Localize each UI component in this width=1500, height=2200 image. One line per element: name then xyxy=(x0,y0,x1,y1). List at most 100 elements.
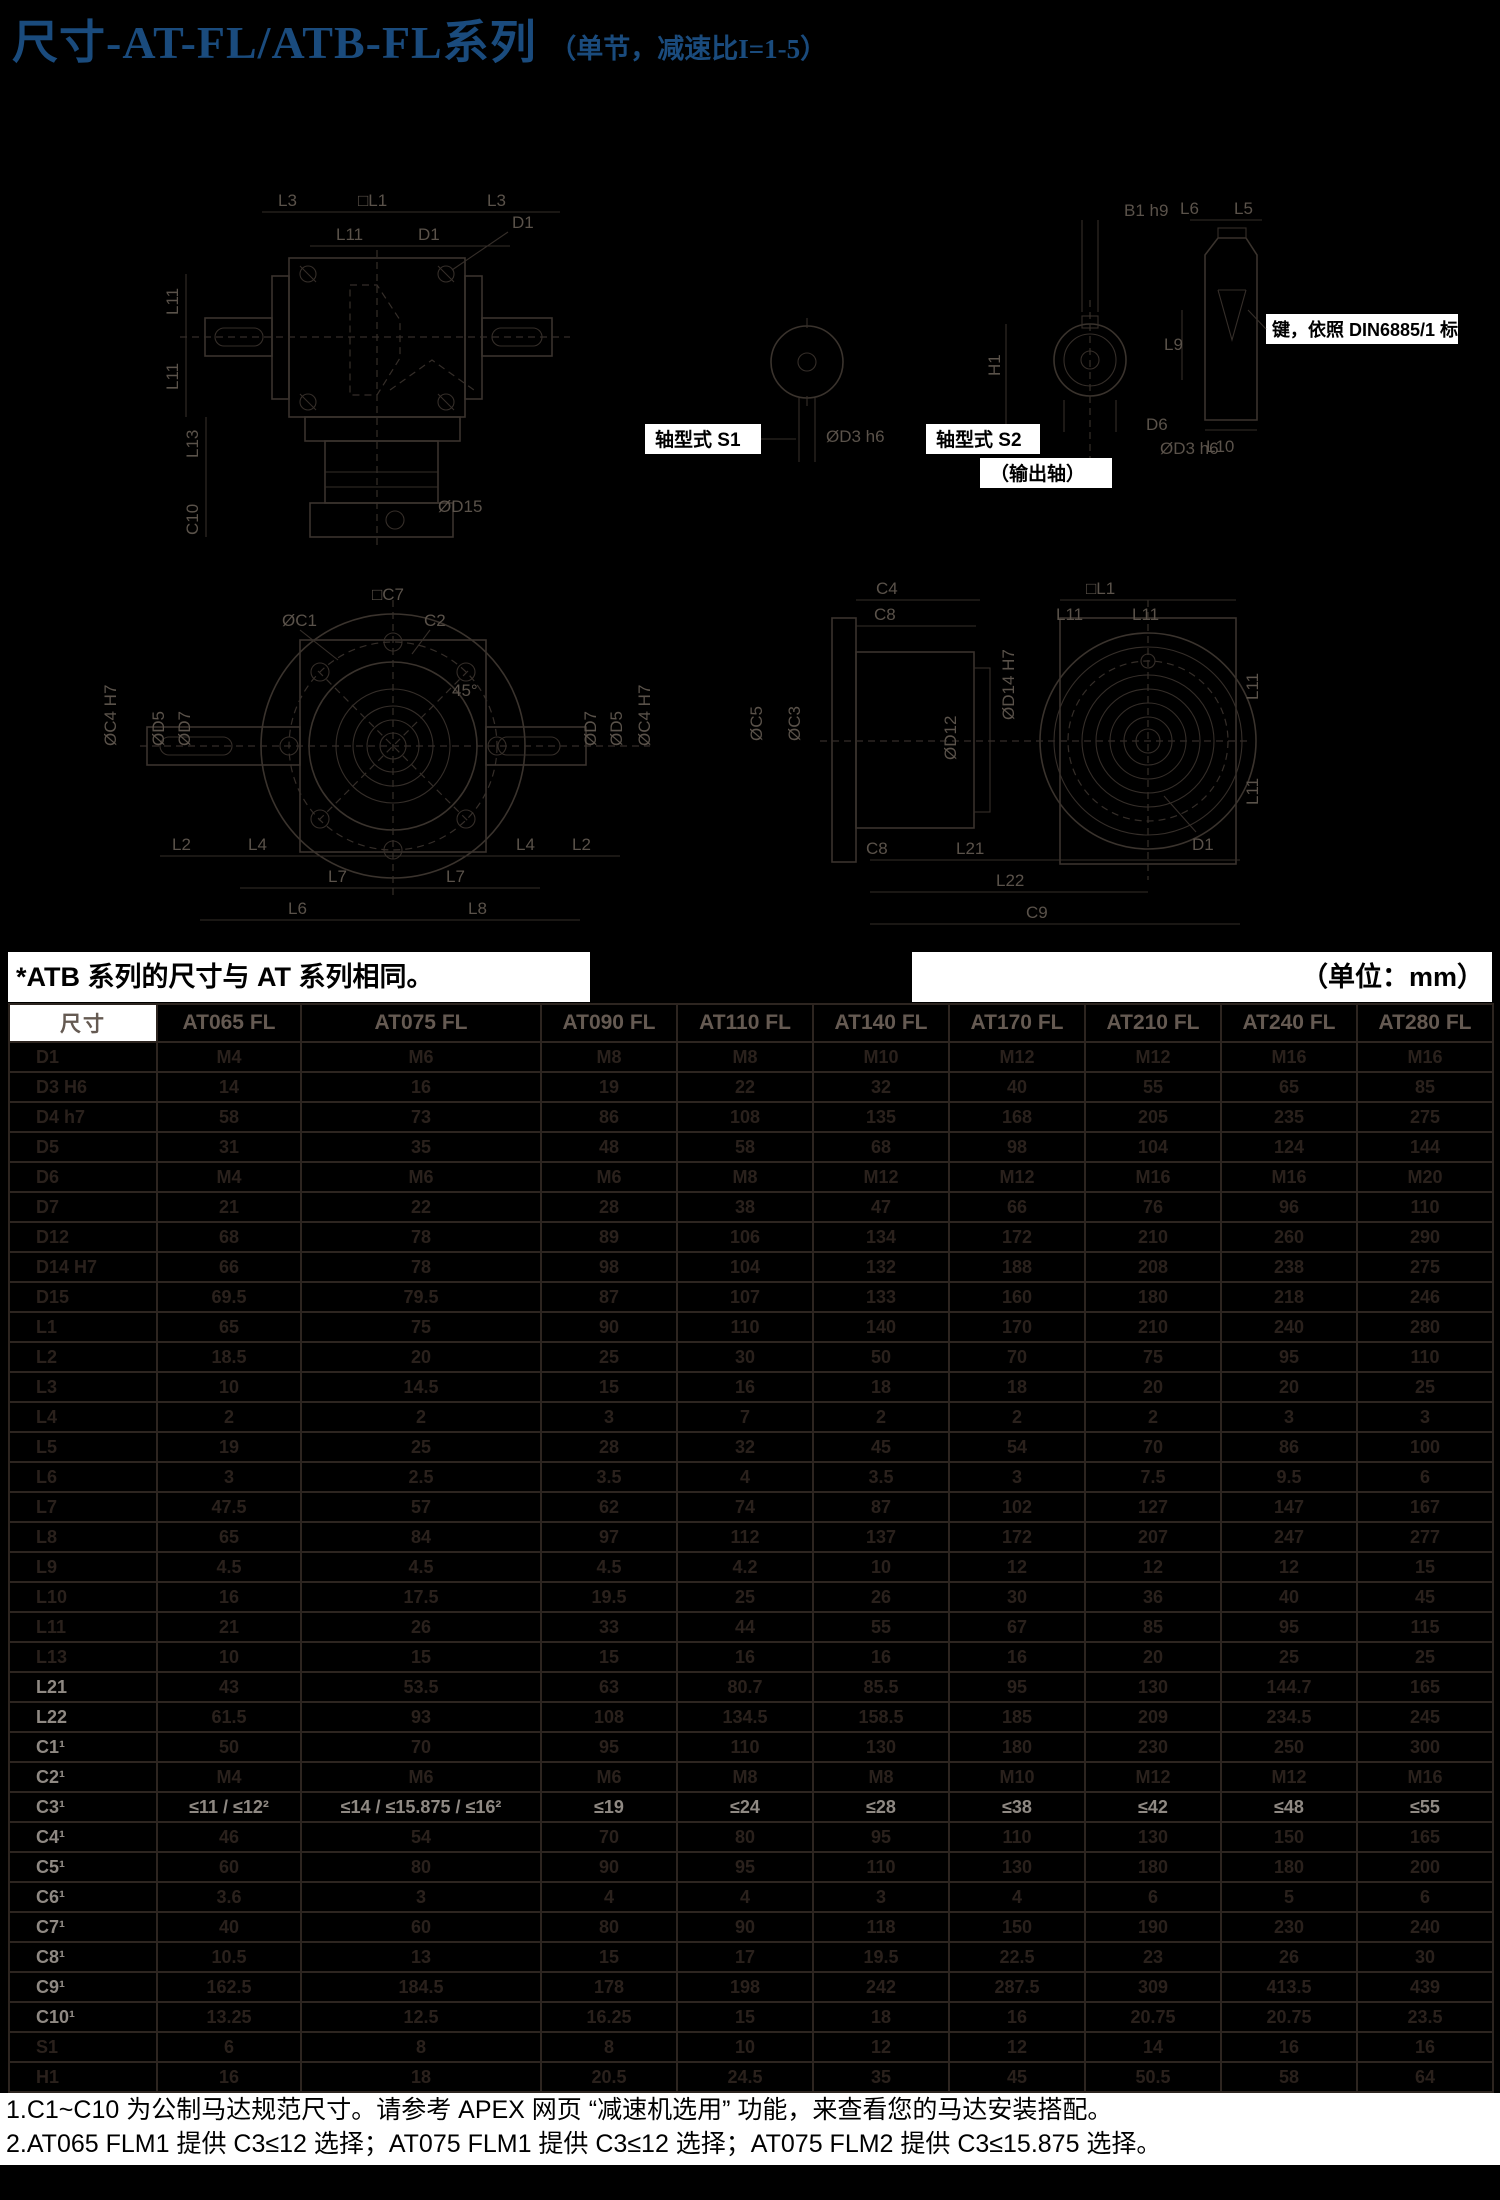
dim-label: □L1 xyxy=(1086,579,1115,598)
table-cell: M4 xyxy=(156,1761,302,1793)
table-cell: 95 xyxy=(540,1731,678,1763)
table-cell: 172 xyxy=(948,1521,1086,1553)
table-cell: M6 xyxy=(540,1761,678,1793)
table-cell: 80 xyxy=(540,1911,678,1943)
table-cell: 67 xyxy=(948,1611,1086,1643)
table-cell: 108 xyxy=(540,1701,678,1733)
table-cell: 97 xyxy=(540,1521,678,1553)
table-cell: 31 xyxy=(156,1131,302,1163)
table-cell: 2 xyxy=(1084,1401,1222,1433)
table-cell: M12 xyxy=(1084,1761,1222,1793)
table-cell: 230 xyxy=(1220,1911,1358,1943)
table-cell: 16.25 xyxy=(540,2001,678,2033)
table-cell: 130 xyxy=(1084,1671,1222,1703)
dim-label: ØD3 h6 xyxy=(826,427,885,446)
table-cell: 87 xyxy=(812,1491,950,1523)
table-cell: 26 xyxy=(300,1611,542,1643)
table-cell: 2 xyxy=(300,1401,542,1433)
table-cell: 4.2 xyxy=(676,1551,814,1583)
dim-label: ØC4 H7 xyxy=(101,685,120,746)
table-cell: 100 xyxy=(1356,1431,1494,1463)
table-cell: M16 xyxy=(1220,1161,1358,1193)
table-cell: 3 xyxy=(948,1461,1086,1493)
table-cell: 25 xyxy=(540,1341,678,1373)
column-header: AT140 FL xyxy=(812,1003,950,1043)
table-cell: ≤24 xyxy=(676,1791,814,1823)
table-cell: 14.5 xyxy=(300,1371,542,1403)
table-cell: 18.5 xyxy=(156,1341,302,1373)
table-cell: 134.5 xyxy=(676,1701,814,1733)
table-cell: 66 xyxy=(156,1251,302,1283)
footnotes-bar: 1.C1~C10 为公制马达规范尺寸。请参考 APEX 网页 “减速机选用” 功… xyxy=(0,2093,1500,2165)
dim-label: L2 xyxy=(572,835,591,854)
table-cell: 35 xyxy=(300,1131,542,1163)
row-label: L7 xyxy=(8,1491,158,1523)
table-cell: 238 xyxy=(1220,1251,1358,1283)
table-cell: 230 xyxy=(1084,1731,1222,1763)
table-cell: 10 xyxy=(156,1641,302,1673)
dimension-drawings: L3 □L1 L3 L11 D1 D1 L11 L11 L13 C10 ØD15… xyxy=(101,191,1476,925)
dim-label: C8 xyxy=(874,605,896,624)
table-cell: M12 xyxy=(948,1161,1086,1193)
table-cell: M10 xyxy=(948,1761,1086,1793)
row-label: D1 xyxy=(8,1041,158,1073)
table-cell: 14 xyxy=(1084,2031,1222,2063)
table-cell: 172 xyxy=(948,1221,1086,1253)
table-cell: 184.5 xyxy=(300,1971,542,2003)
table-cell: 130 xyxy=(812,1731,950,1763)
table-cell: 9.5 xyxy=(1220,1461,1358,1493)
table-cell: 188 xyxy=(948,1251,1086,1283)
table-cell: 20 xyxy=(1220,1371,1358,1403)
table-cell: 147 xyxy=(1220,1491,1358,1523)
table-cell: 80 xyxy=(300,1851,542,1883)
table-cell: 207 xyxy=(1084,1521,1222,1553)
table-cell: 18 xyxy=(812,1371,950,1403)
table-cell: 19 xyxy=(540,1071,678,1103)
dim-label: L6 xyxy=(288,899,307,918)
shaft-s1-label: 轴型式 S1 xyxy=(655,428,741,451)
table-cell: M16 xyxy=(1220,1041,1358,1073)
table-cell: 65 xyxy=(156,1521,302,1553)
table-cell: 25 xyxy=(676,1581,814,1613)
table-cell: 4.5 xyxy=(156,1551,302,1583)
table-cell: ≤19 xyxy=(540,1791,678,1823)
table-cell: 300 xyxy=(1356,1731,1494,1763)
table-cell: 133 xyxy=(812,1281,950,1313)
table-cell: 208 xyxy=(1084,1251,1222,1283)
table-cell: 144.7 xyxy=(1220,1671,1358,1703)
table-cell: 30 xyxy=(948,1581,1086,1613)
table-cell: 40 xyxy=(156,1911,302,1943)
table-cell: 65 xyxy=(1220,1071,1358,1103)
dim-label: L11 xyxy=(1243,673,1262,700)
table-cell: 218 xyxy=(1220,1281,1358,1313)
dim-label: C4 xyxy=(876,579,898,598)
table-cell: 5 xyxy=(1220,1881,1358,1913)
row-label: L3 xyxy=(8,1371,158,1403)
table-cell: 74 xyxy=(676,1491,814,1523)
table-cell: 87 xyxy=(540,1281,678,1313)
table-cell: 108 xyxy=(676,1101,814,1133)
table-cell: 130 xyxy=(948,1851,1086,1883)
table-cell: 55 xyxy=(812,1611,950,1643)
table-cell: 165 xyxy=(1356,1671,1494,1703)
table-cell: 57 xyxy=(300,1491,542,1523)
table-cell: 12.5 xyxy=(300,2001,542,2033)
table-cell: 250 xyxy=(1220,1731,1358,1763)
dim-label: ØD14 H7 xyxy=(999,649,1018,720)
table-cell: 2.5 xyxy=(300,1461,542,1493)
dim-label: L9 xyxy=(1164,335,1183,354)
table-cell: 180 xyxy=(1084,1281,1222,1313)
table-cell: 48 xyxy=(540,1131,678,1163)
table-cell: 16 xyxy=(676,1371,814,1403)
table-cell: M8 xyxy=(812,1761,950,1793)
table-cell: M6 xyxy=(300,1761,542,1793)
table-cell: 22 xyxy=(676,1071,814,1103)
table-cell: 20 xyxy=(300,1341,542,1373)
